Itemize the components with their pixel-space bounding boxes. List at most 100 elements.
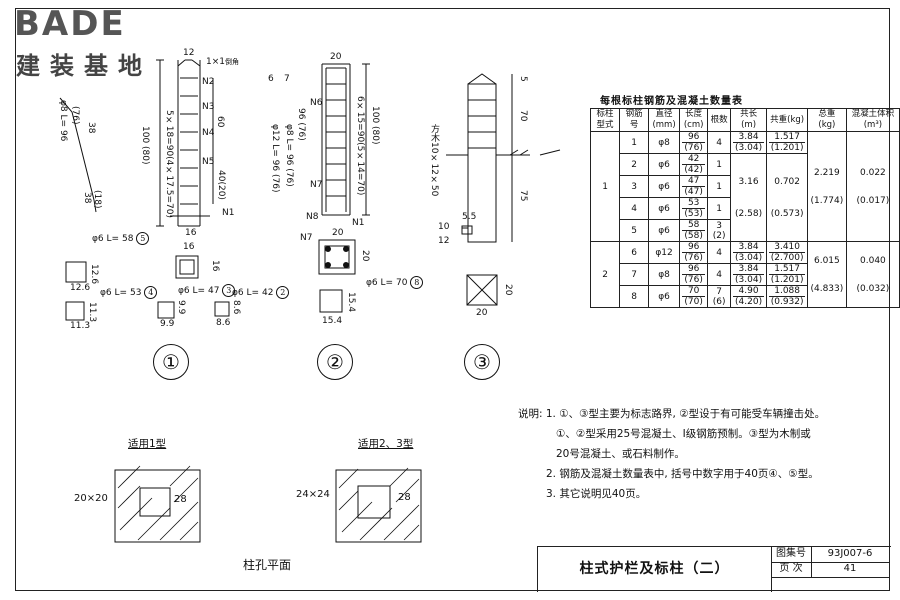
- cell-dia: φ8: [648, 263, 680, 286]
- t1-st4: φ6 L= 53 4: [100, 286, 158, 299]
- cell-no: 5: [619, 219, 650, 242]
- cell-count: 1: [707, 153, 731, 176]
- t1-st3-dia: φ6: [178, 286, 190, 296]
- t2-st8: φ6 L= 70 8: [366, 276, 424, 289]
- table-row: 2 φ6 42(42) 1 3.16 (2.58) 0.702(0.573): [591, 153, 900, 242]
- atlas-label: 图集号: [771, 547, 812, 563]
- cell-dia: φ6: [648, 197, 680, 220]
- t2-dim-100: 100 (80): [370, 106, 380, 145]
- plan2-label: 适用2、3型: [358, 438, 414, 450]
- t2-sec20: 20: [332, 228, 344, 238]
- plan2-dim: 24×24: [296, 489, 330, 500]
- cell-no: 8: [619, 285, 650, 308]
- t1-st4-dia: φ6: [100, 288, 112, 298]
- t1-bar-38: 38: [86, 122, 96, 134]
- cell-tlen-alt: (4.20): [735, 297, 763, 307]
- note-1b: ①、②型采用25号混凝土、Ⅰ级钢筋预制。③型为木制或: [556, 428, 811, 440]
- t1-st2-dia: φ6: [232, 288, 244, 298]
- col-total-wt: 共重(kg): [766, 108, 808, 132]
- cell-count-main: 7: [716, 286, 722, 297]
- conc-t2-alt: (0.032): [856, 283, 890, 294]
- cell-len-main: 58: [681, 220, 706, 231]
- t1-st3-num: 3: [222, 284, 236, 297]
- cell-count: 1: [707, 197, 731, 220]
- cell-len-main: 96: [681, 264, 706, 275]
- cell-len-main: 96: [681, 132, 706, 143]
- t1-n5: N5: [202, 157, 215, 167]
- cell-twt-alt: (0.932): [770, 297, 804, 307]
- col-total-len: 共长(m): [729, 108, 768, 132]
- t1-dim-stirrups: 5×18=90(4×17.5=70): [164, 110, 174, 218]
- t1-st3-dim: 9.9: [160, 319, 175, 329]
- cell-no: 2: [619, 153, 650, 176]
- t1-st5: φ6 L= 58 5: [92, 232, 150, 245]
- t2-n8: N8: [306, 212, 319, 222]
- t1-chamfer-note: 倒角: [225, 58, 239, 66]
- plan1-dim: 20×20: [74, 493, 108, 504]
- conc-t2: 0.040: [860, 255, 886, 266]
- cell-len: 47(47): [678, 175, 709, 198]
- t2-n1: N1: [352, 218, 365, 228]
- t1-st4-dim: 11.3: [70, 321, 91, 331]
- col-concrete: 混凝土体积(m³): [845, 108, 900, 132]
- conc-t1: 0.022: [860, 167, 886, 178]
- cell-twt-main: 1.517: [769, 264, 805, 275]
- cell-len-alt: (42): [684, 165, 703, 175]
- plan2-28: 28: [398, 492, 411, 503]
- cell-len-alt: (70): [684, 297, 703, 307]
- t2-n6: N6: [310, 98, 323, 108]
- t1-chamfer-size: 1×1: [206, 57, 225, 67]
- logo-word: BADE: [14, 4, 126, 44]
- t1-dim-40: 40(20): [216, 170, 226, 200]
- stirrup-tlen-alt: (2.58): [735, 208, 763, 219]
- cell-twt-alt: (1.201): [770, 275, 804, 285]
- cell-len: 42(42): [678, 153, 709, 176]
- t2-st8-dim2: 15.4: [346, 292, 356, 313]
- cell-tlen-alt: (3.04): [735, 275, 763, 285]
- page-number: 41: [811, 562, 890, 578]
- conc-t1-alt: (0.017): [856, 195, 890, 206]
- cell-count-alt: (6): [712, 296, 726, 307]
- cell-total-t1: 2.219(1.774): [806, 131, 847, 242]
- holes-label: 柱孔平面: [243, 558, 292, 572]
- title-block: 柱式护栏及标柱（二） 图集号 93J007-6 页 次 41: [537, 546, 891, 592]
- cell-total-t2: 6.015(4.833): [806, 241, 847, 308]
- cell-no: 7: [619, 263, 650, 286]
- type2-marker: ②: [317, 344, 353, 380]
- t1-st5-dim2: 12.6: [89, 264, 99, 285]
- t1-st2-dim: 8.6: [216, 318, 231, 328]
- t1-bent-bar: [59, 97, 97, 213]
- t1-w12: 12: [183, 48, 195, 58]
- cell-twt-alt: (1.201): [770, 143, 804, 153]
- cell-twt-main: 3.410: [769, 242, 805, 253]
- col-count: 根数: [707, 108, 731, 132]
- cell-len: 58(58): [678, 219, 709, 242]
- col-sum-wt: 总重(kg): [806, 108, 847, 132]
- cell-tlen-alt: (3.04): [735, 143, 763, 153]
- cell-len: 96(76): [678, 131, 709, 154]
- t1-bar-38b: 38: [82, 192, 92, 204]
- cell-type: 2: [589, 241, 621, 308]
- t2-bar6-txt: φ12 L= 96 (76): [270, 124, 280, 193]
- t1-chamfer: 1×1倒角: [206, 57, 239, 67]
- t1-st5-dia: φ6: [92, 234, 104, 244]
- cell-tlen: 4.90(4.20): [729, 285, 768, 308]
- cell-dia: φ6: [648, 219, 680, 242]
- cell-len: 53(53): [678, 197, 709, 220]
- cell-len-alt: (76): [684, 143, 703, 153]
- t1-bar-18: (18): [92, 190, 102, 209]
- t1-st3: φ6 L= 47 3: [178, 284, 236, 297]
- cell-no: 1: [619, 131, 650, 154]
- cell-tlen-main: 3.84: [732, 242, 765, 253]
- cell-twt-group: 0.702(0.573): [766, 153, 808, 242]
- cell-twt-main: 1.517: [769, 132, 805, 143]
- t3-d12: 12: [438, 236, 450, 246]
- t1-st4-num: 4: [144, 286, 158, 299]
- cell-len-alt: (76): [684, 275, 703, 285]
- stirrup-tlen: 3.16: [738, 176, 759, 187]
- stirrup-twt: 0.702: [774, 176, 800, 187]
- t3-sec20: 20: [476, 308, 488, 318]
- t1-st2-len: L= 42: [246, 288, 274, 298]
- brand-logo: BADE 建装基地: [8, 4, 168, 82]
- cell-len-main: 96: [681, 242, 706, 253]
